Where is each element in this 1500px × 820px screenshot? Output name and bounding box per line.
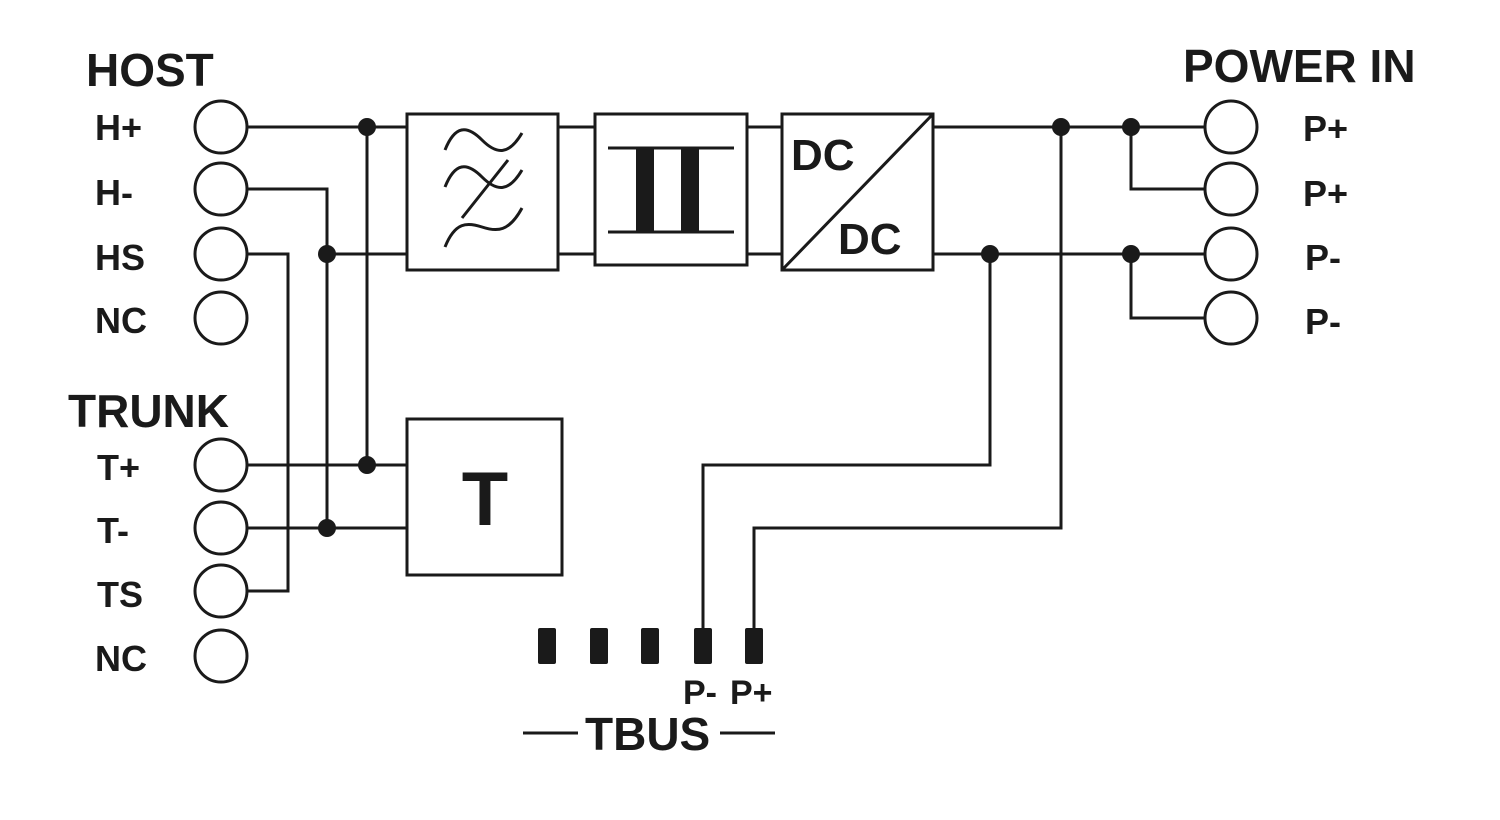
terminal-ts (193, 563, 249, 619)
power-label-p-plus-1: P+ (1303, 108, 1348, 149)
junction-dot (981, 245, 999, 263)
junction-dot (358, 118, 376, 136)
power-in-terminals (1203, 99, 1259, 346)
wiring (247, 125, 1205, 735)
host-labels: HOST H+ H- HS NC (86, 44, 214, 341)
trunk-terminals (193, 437, 249, 684)
junction-dot (318, 245, 336, 263)
wire-pplus-bridge (1129, 127, 1205, 191)
tbus-label-p-plus: P+ (730, 674, 773, 712)
tbus-labels: P- P+ TBUS (585, 674, 773, 760)
terminal-p-minus-1 (1203, 226, 1259, 282)
host-label-h-plus: H+ (95, 107, 142, 148)
terminal-p-plus-1 (1203, 99, 1259, 155)
power-label-p-minus-2: P- (1305, 301, 1341, 342)
tbus-pin-p-plus (745, 628, 763, 664)
termination-label: T (462, 457, 508, 542)
host-label-h-minus: H- (95, 172, 133, 213)
terminal-t-plus (193, 437, 249, 493)
host-label-hs: HS (95, 237, 145, 278)
host-label-nc: NC (95, 300, 147, 341)
junctions (318, 118, 1140, 537)
wire-hs (247, 252, 290, 593)
trunk-label-t-plus: T+ (97, 447, 140, 488)
tbus-pin (590, 628, 608, 664)
trunk-labels: TRUNK T+ T- TS NC (68, 385, 229, 679)
terminal-p-minus-2 (1203, 290, 1259, 346)
transformer-block (593, 112, 749, 267)
termination-block: T (405, 417, 564, 577)
sine-wave-filter-icon (443, 128, 524, 248)
filter-block (405, 112, 560, 272)
terminal-hs (193, 226, 249, 282)
junction-dot (318, 519, 336, 537)
tbus-pin-p-minus (694, 628, 712, 664)
trunk-label-t-minus: T- (97, 510, 129, 551)
junction-dot (1122, 118, 1140, 136)
dc-dc-converter-block: DC DC (780, 112, 935, 272)
power-label-p-plus-2: P+ (1303, 173, 1348, 214)
tbus-pin (641, 628, 659, 664)
converter-label-top: DC (791, 131, 855, 180)
wire-tbus-p-minus (701, 254, 992, 630)
power-in-labels: POWER IN P+ P+ P- P- (1183, 40, 1416, 342)
host-terminals (193, 99, 249, 346)
junction-dot (1052, 118, 1070, 136)
wire-tbus-p-plus (752, 127, 1063, 630)
terminal-h-plus (193, 99, 249, 155)
junction-dot (358, 456, 376, 474)
terminal-p-plus-2 (1203, 161, 1259, 217)
converter-label-bottom: DC (838, 215, 902, 264)
tbus-pin (538, 628, 556, 664)
trunk-title: TRUNK (68, 385, 229, 437)
trunk-label-nc: NC (95, 638, 147, 679)
transformer-icon (608, 146, 734, 234)
tbus-connector (538, 628, 763, 664)
tbus-label-p-minus: P- (683, 674, 717, 712)
power-in-title: POWER IN (1183, 40, 1416, 92)
converter-diagonal (780, 112, 935, 272)
terminal-host-nc (193, 290, 249, 346)
terminal-h-minus (193, 161, 249, 217)
power-label-p-minus-1: P- (1305, 237, 1341, 278)
terminal-t-minus (193, 500, 249, 556)
trunk-label-ts: TS (97, 574, 143, 615)
terminal-trunk-nc (193, 628, 249, 684)
host-title: HOST (86, 44, 214, 96)
wire-h-minus (247, 187, 329, 528)
wire-pminus-bridge (1129, 254, 1205, 320)
tbus-title: TBUS (585, 708, 710, 760)
junction-dot (1122, 245, 1140, 263)
